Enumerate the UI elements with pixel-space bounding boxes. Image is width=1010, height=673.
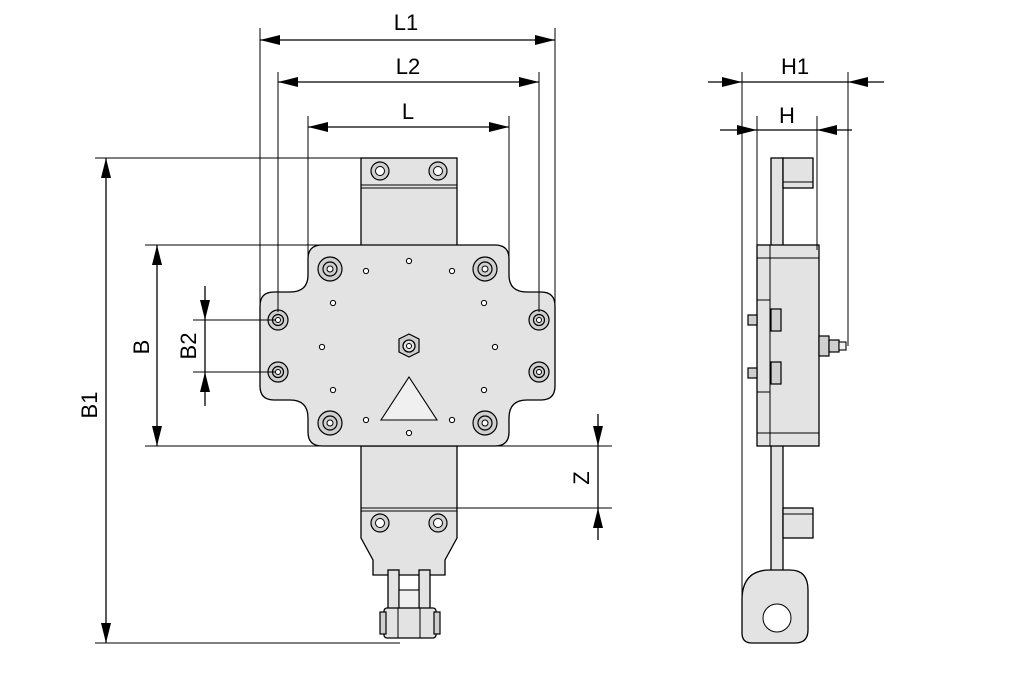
front-extension-lines (95, 28, 612, 644)
label-b: B (129, 340, 154, 355)
label-z: Z (569, 471, 594, 484)
main-body (259, 244, 556, 447)
bottom-slide-bar (360, 445, 458, 576)
label-h: H (779, 103, 795, 128)
label-b1: B1 (77, 392, 102, 419)
clevis (379, 569, 441, 639)
label-l: L (402, 99, 414, 124)
front-dimension-lines (101, 35, 603, 643)
side-view: H1 H (708, 54, 884, 644)
label-b2: B2 (176, 333, 201, 360)
front-view: L1 L2 L B1 B B2 Z (77, 10, 612, 644)
label-l2: L2 (396, 54, 420, 79)
label-h1: H1 (781, 54, 809, 79)
label-l1: L1 (394, 10, 418, 35)
top-slide-bar (360, 157, 458, 251)
